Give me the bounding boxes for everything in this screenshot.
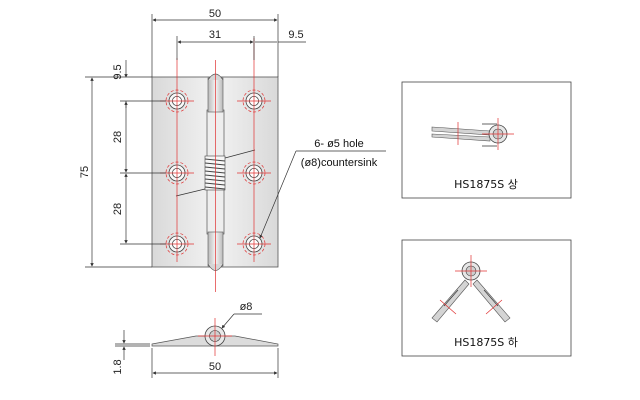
side-view-dimensions	[115, 313, 279, 378]
callout-countersink: (ø8)countersink	[301, 157, 378, 169]
closed-view-panel	[401, 81, 572, 199]
dim-edge-offset-right: 9.5	[288, 29, 303, 41]
spring-coil	[204, 155, 226, 191]
dim-hole-pitch-upper: 28	[112, 131, 124, 143]
callout-hole-size: 6- ø5 hole	[314, 138, 364, 150]
dim-edge-offset-top: 9.5	[112, 64, 124, 79]
dim-thickness: 1.8	[112, 359, 124, 374]
hinge-front-view	[151, 38, 279, 292]
dim-bottom-width: 50	[209, 361, 221, 373]
closed-view-caption: HS1875S 상	[454, 178, 518, 191]
dim-height: 75	[79, 166, 91, 178]
hinge-side-view	[151, 318, 279, 356]
open-view-caption: HS1875S 하	[454, 335, 518, 349]
dim-knuckle-diameter: ø8	[240, 301, 253, 313]
dim-hole-pitch-lower: 28	[112, 203, 124, 215]
spring-leg-left	[175, 188, 206, 197]
spring-leg-right	[224, 149, 256, 159]
open-view-panel	[401, 239, 572, 357]
dimension-lines	[85, 14, 306, 268]
hole-callout	[259, 150, 386, 239]
dim-top-width: 50	[209, 8, 221, 20]
centerlines	[160, 38, 271, 292]
dim-hole-spacing: 31	[209, 29, 221, 41]
